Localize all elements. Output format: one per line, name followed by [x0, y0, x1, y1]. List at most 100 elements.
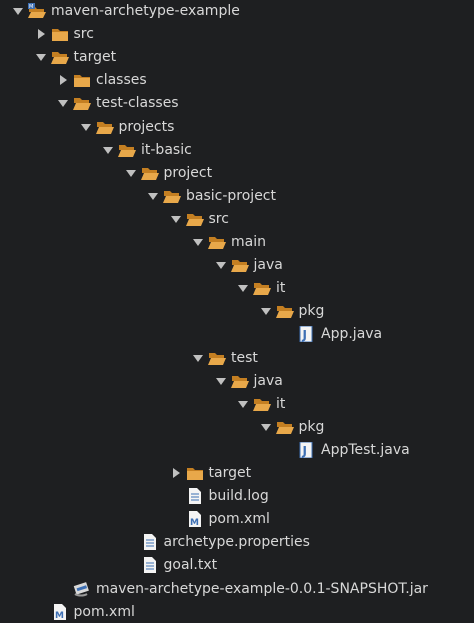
tree-item-label: src: [208, 210, 229, 227]
folder-open-icon: [253, 396, 271, 412]
expanded-twisty-icon[interactable]: [170, 213, 182, 225]
tree-item-apptest-java[interactable]: J AppTest.java: [0, 439, 474, 461]
tree-item-it-basic[interactable]: it-basic: [0, 139, 474, 161]
expanded-twisty-icon[interactable]: [192, 352, 204, 364]
expanded-twisty-icon[interactable]: [260, 421, 272, 433]
tree-item-basic-project[interactable]: basic-project: [0, 185, 474, 207]
folder-open-icon: [253, 280, 271, 296]
tree-item-label: src: [73, 26, 94, 43]
tree-item-label: project: [163, 164, 213, 181]
tree-item-main-it[interactable]: it: [0, 277, 474, 299]
tree-item-label: goal.txt: [163, 557, 218, 574]
tree-item-test[interactable]: test: [0, 347, 474, 369]
folder-open-icon: [185, 211, 204, 227]
tree-item-classes[interactable]: classes: [0, 69, 474, 91]
tree-item-test-it[interactable]: it: [0, 393, 474, 415]
expanded-twisty-icon[interactable]: [12, 5, 24, 17]
folder-open-icon: [73, 95, 91, 111]
maven-pom-icon: M: [51, 603, 69, 620]
tree-item-label: pkg: [298, 418, 325, 435]
expanded-twisty-icon[interactable]: [147, 190, 159, 202]
tree-item-label: App.java: [321, 326, 383, 343]
tree-item-snapshot-jar[interactable]: maven-archetype-example-0.0.1-SNAPSHOT.j…: [0, 578, 474, 600]
folder-open-icon: [230, 373, 249, 389]
tree-item-project[interactable]: project: [0, 162, 474, 184]
tree-item-label: classes: [96, 72, 147, 89]
java-file-icon: J: [298, 441, 316, 458]
jar-file-icon: [73, 581, 91, 597]
folder-open-icon: [95, 119, 114, 135]
tree-item-basic-project-target[interactable]: target: [0, 462, 474, 484]
svg-text:M: M: [190, 518, 199, 527]
tree-item-label: java: [253, 257, 283, 274]
folder-open-icon: [50, 49, 69, 65]
expanded-twisty-icon[interactable]: [57, 97, 69, 109]
tree-item-label: test: [231, 349, 258, 366]
expanded-twisty-icon[interactable]: [237, 398, 249, 410]
svg-text:M: M: [29, 4, 33, 10]
tree-item-basic-project-src[interactable]: src: [0, 208, 474, 230]
tree-item-label: projects: [118, 118, 175, 135]
collapsed-twisty-icon[interactable]: [35, 28, 47, 40]
folder-open-icon: [275, 419, 294, 435]
folder-open-icon: [140, 165, 159, 181]
tree-item-main-pkg[interactable]: pkg: [0, 300, 474, 322]
expanded-twisty-icon[interactable]: [215, 259, 227, 271]
tree-item-label: test-classes: [96, 95, 179, 112]
tree-item-label: target: [208, 465, 252, 481]
folder-open-icon: [163, 188, 181, 204]
text-file-icon: [141, 557, 159, 574]
tree-item-test-pkg[interactable]: pkg: [0, 416, 474, 438]
folder-open-icon: [230, 257, 249, 273]
expanded-twisty-icon[interactable]: [260, 305, 272, 317]
project-folder-icon: M: [28, 3, 46, 19]
tree-item-label: build.log: [208, 488, 269, 505]
tree-item-src[interactable]: src: [0, 23, 474, 45]
java-file-icon: J: [298, 326, 316, 343]
expanded-twisty-icon[interactable]: [237, 282, 249, 294]
expanded-twisty-icon[interactable]: [80, 121, 92, 133]
tree-item-label: archetype.properties: [163, 534, 310, 551]
folder-icon: [51, 26, 69, 42]
tree-item-label: maven-archetype-example-0.0.1-SNAPSHOT.j…: [96, 580, 428, 597]
expanded-twisty-icon[interactable]: [192, 236, 204, 248]
expanded-twisty-icon[interactable]: [215, 375, 227, 387]
tree-item-projects[interactable]: projects: [0, 116, 474, 138]
tree-item-label: it: [276, 280, 286, 297]
tree-item-build-log[interactable]: build.log: [0, 485, 474, 507]
tree-item-label: main: [231, 234, 266, 250]
tree-item-label: pom.xml: [73, 603, 135, 620]
folder-open-icon: [208, 350, 226, 366]
tree-item-label: pkg: [298, 303, 325, 320]
svg-text:M: M: [55, 611, 64, 620]
tree-item-goal-txt[interactable]: goal.txt: [0, 554, 474, 576]
folder-open-icon: [118, 142, 136, 158]
expanded-twisty-icon[interactable]: [35, 51, 47, 63]
svg-text:J: J: [302, 328, 307, 342]
folder-icon: [73, 72, 91, 88]
text-file-icon: [141, 534, 159, 551]
folder-open-icon: [275, 303, 294, 319]
tree-item-main-java[interactable]: java: [0, 254, 474, 276]
text-file-icon: [186, 488, 204, 505]
tree-item-label: basic-project: [186, 187, 276, 204]
folder-open-icon: [208, 234, 226, 250]
folder-icon: [186, 465, 204, 481]
tree-item-archetype-properties[interactable]: archetype.properties: [0, 531, 474, 553]
maven-pom-icon: M: [186, 511, 204, 528]
tree-item-app-java[interactable]: J App.java: [0, 323, 474, 345]
tree-item-test-java[interactable]: java: [0, 370, 474, 392]
tree-item-main[interactable]: main: [0, 231, 474, 253]
tree-item-label: maven-archetype-example: [51, 3, 240, 19]
collapsed-twisty-icon[interactable]: [57, 74, 69, 86]
collapsed-twisty-icon[interactable]: [170, 467, 182, 479]
tree-item-label: AppTest.java: [321, 441, 410, 458]
tree-item-test-classes[interactable]: test-classes: [0, 92, 474, 114]
expanded-twisty-icon[interactable]: [125, 167, 137, 179]
tree-item-target[interactable]: target: [0, 46, 474, 68]
expanded-twisty-icon[interactable]: [102, 144, 114, 156]
